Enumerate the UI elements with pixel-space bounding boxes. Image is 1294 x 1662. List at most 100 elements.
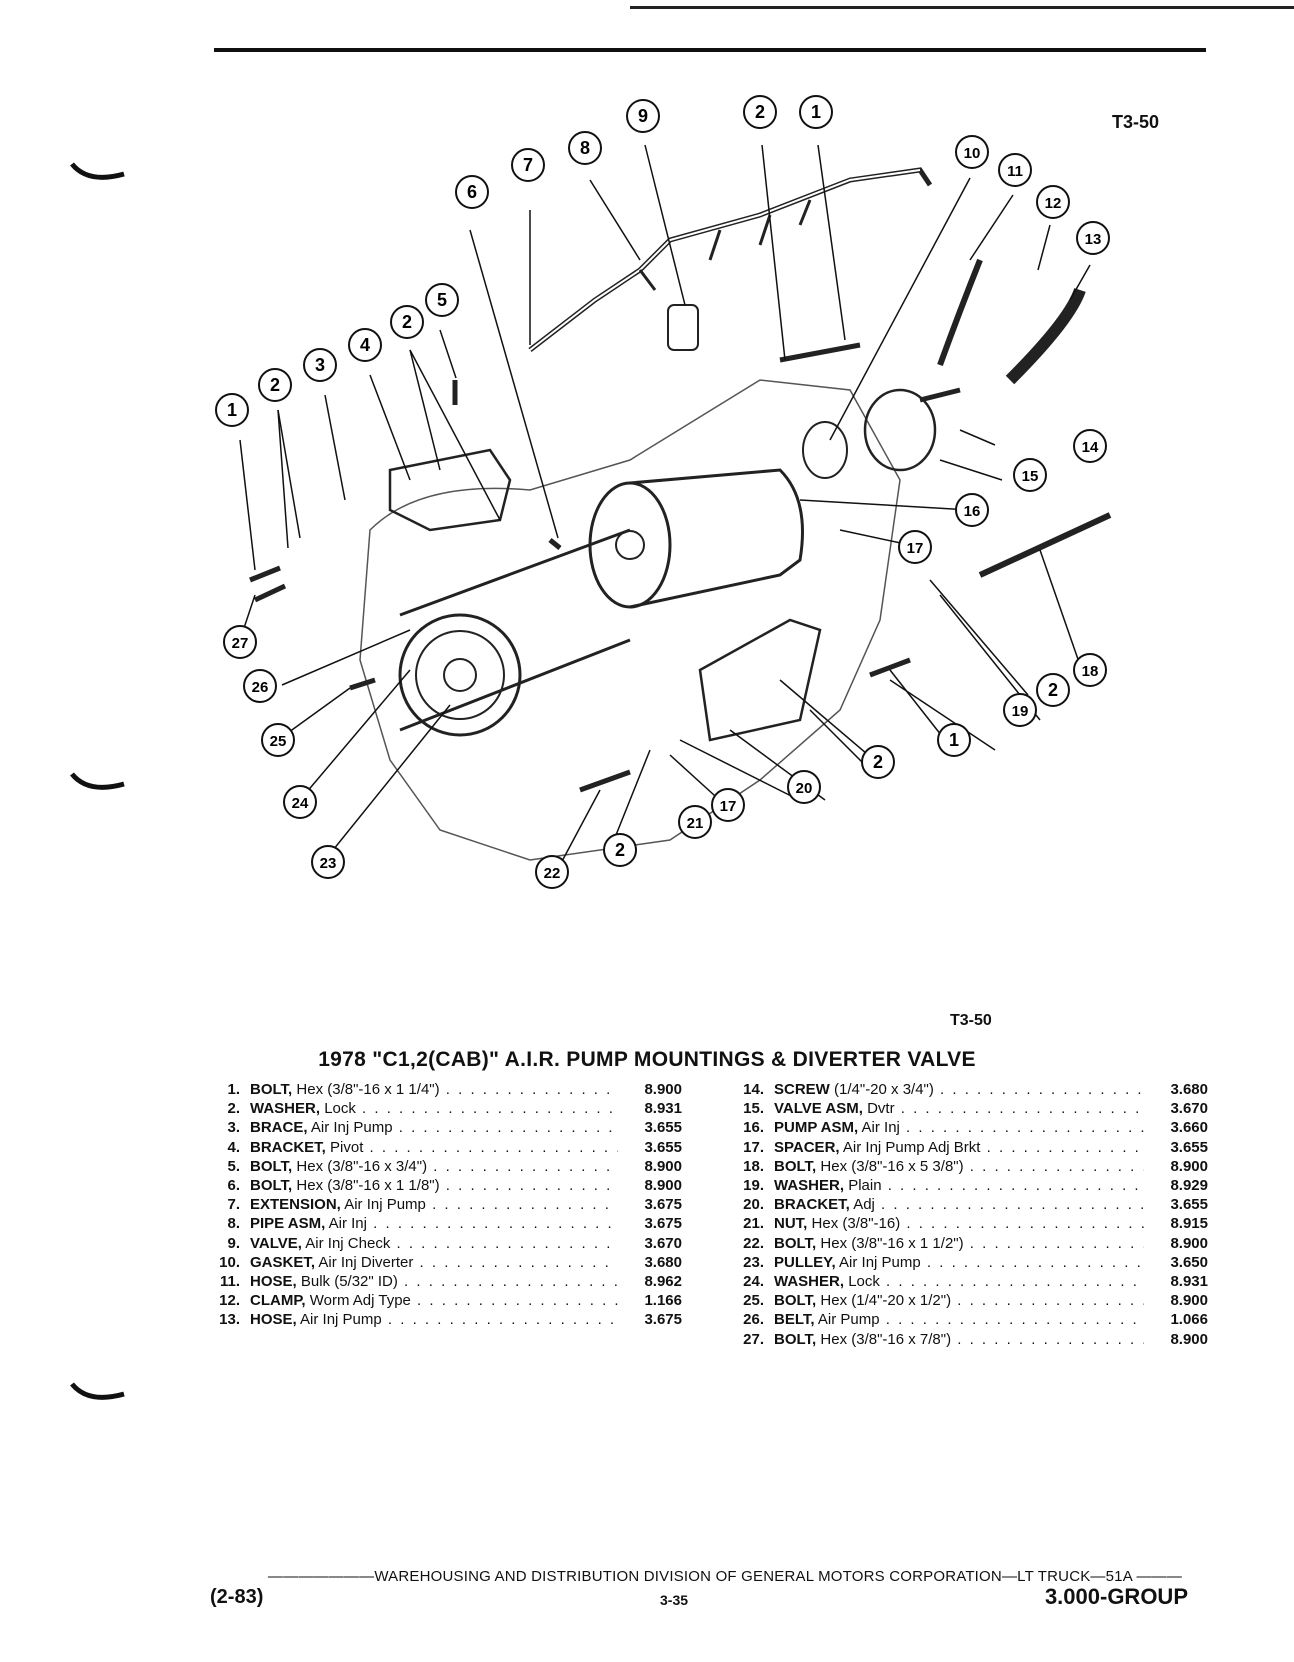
callout-2c: 2 <box>743 95 777 129</box>
part-row: 4.BRACKET, Pivot . . . . . . . . . . . .… <box>206 1138 682 1157</box>
part-description: BOLT, Hex (3/8"-16 x 7/8") . . . . . . .… <box>774 1330 1144 1348</box>
binder-hole-mark <box>70 772 125 790</box>
svg-text:2: 2 <box>270 375 280 395</box>
part-description: BRACE, Air Inj Pump . . . . . . . . . . … <box>250 1119 618 1137</box>
part-number: 25. <box>743 1292 764 1310</box>
part-description: EXTENSION, Air Inj Pump . . . . . . . . … <box>250 1196 618 1214</box>
part-name: BOLT, <box>250 1081 293 1098</box>
part-number: 3. <box>227 1119 240 1137</box>
group-number: 8.900 <box>644 1177 682 1195</box>
part-name: HOSE, <box>250 1273 297 1291</box>
part-number: 11. <box>219 1273 240 1291</box>
part-name: VALVE ASM, <box>774 1100 863 1118</box>
part-name: VALVE, <box>250 1234 302 1252</box>
part-row: 5.BOLT, Hex (3/8"-16 x 3/4") . . . . . .… <box>206 1157 682 1176</box>
part-description: BRACKET, Pivot . . . . . . . . . . . . .… <box>250 1138 618 1156</box>
part-detail: Hex (1/4"-20 x 1/2") <box>820 1292 952 1310</box>
svg-text:3: 3 <box>315 355 325 375</box>
callout-20: 20 <box>787 770 821 804</box>
part-row: 3. BRACE, Air Inj Pump . . . . . . . . . … <box>206 1118 682 1137</box>
callout-21: 21 <box>678 805 712 839</box>
part-row: 9.VALVE, Air Inj Check . . . . . . . . .… <box>206 1234 682 1253</box>
group-number: 3.655 <box>1170 1196 1208 1214</box>
group-number: 8.900 <box>1170 1234 1208 1252</box>
svg-text:27: 27 <box>232 635 249 652</box>
callout-10: 10 <box>955 135 989 169</box>
part-row: 7.EXTENSION, Air Inj Pump . . . . . . . … <box>206 1195 682 1214</box>
part-name: WASHER, <box>774 1177 845 1195</box>
svg-text:2: 2 <box>755 102 765 122</box>
group-number: 3.655 <box>644 1119 682 1137</box>
svg-text:13: 13 <box>1085 231 1102 248</box>
part-number: 26. <box>743 1311 764 1329</box>
part-row: 15.VALVE ASM, Dvtr . . . . . . . . . . .… <box>730 1099 1208 1118</box>
callout-11: 11 <box>998 153 1032 187</box>
part-detail: Hex (3/8"-16 x 1 1/8") <box>296 1177 440 1195</box>
callout-2d: 2 <box>1036 673 1070 707</box>
footer-date: (2-83) <box>210 1586 264 1608</box>
callout-1: 1 <box>215 393 249 427</box>
part-detail: Air Inj Pump <box>300 1311 382 1329</box>
svg-text:2: 2 <box>402 312 412 332</box>
part-detail: Lock <box>848 1273 880 1291</box>
callout-27: 27 <box>223 625 257 659</box>
callout-24: 24 <box>283 785 317 819</box>
part-name: BOLT, <box>774 1234 817 1252</box>
part-description: BOLT, Hex (3/8"-16 x 1 1/8") . . . . . .… <box>250 1177 618 1195</box>
svg-text:16: 16 <box>964 503 981 520</box>
figure-code-top: T3-50 <box>1112 112 1160 132</box>
part-name: NUT, <box>774 1215 808 1233</box>
svg-text:14: 14 <box>1082 439 1099 456</box>
part-description: BOLT, Hex (3/8"-16 x 5 3/8") . . . . . .… <box>774 1157 1144 1175</box>
part-row: 1.BOLT, Hex (3/8"-16 x 1 1/4") . . . . .… <box>206 1080 682 1099</box>
part-row: 19.WASHER, Plain . . . . . . . . . . . .… <box>730 1176 1208 1195</box>
top-edge-rule <box>630 6 1294 9</box>
adjust-bracket <box>698 618 822 742</box>
part-number: 16. <box>743 1119 764 1137</box>
part-number: 27. <box>743 1330 764 1348</box>
svg-text:4: 4 <box>360 335 370 355</box>
callout-4: 4 <box>348 328 382 362</box>
group-number: 8.962 <box>644 1273 682 1291</box>
part-description: BRACKET, Adj . . . . . . . . . . . . . .… <box>774 1196 1144 1214</box>
part-row: 8.PIPE ASM, Air Inj . . . . . . . . . . … <box>206 1214 682 1233</box>
part-number: 14. <box>743 1081 764 1098</box>
exploded-parts-diagram: 1 2 3 4 2 5 6 7 8 9 2 1 10 11 12 13 14 1… <box>215 95 1112 889</box>
part-number: 21. <box>743 1215 764 1233</box>
figure-code: T3-50 <box>950 1012 992 1029</box>
callout-2f: 2 <box>603 833 637 867</box>
svg-text:2: 2 <box>873 752 883 772</box>
group-number: 3.655 <box>644 1138 682 1156</box>
part-detail: Air Inj <box>328 1215 367 1233</box>
callout-17b: 17 <box>711 788 745 822</box>
group-number: 8.900 <box>644 1157 682 1175</box>
callout-6: 6 <box>455 175 489 209</box>
svg-text:2: 2 <box>1048 680 1058 700</box>
part-name: GASKET, <box>250 1253 316 1271</box>
callout-7: 7 <box>511 148 545 182</box>
part-row: 27. BOLT, Hex (3/8"-16 x 7/8") . . . . . … <box>730 1330 1208 1349</box>
pulley <box>398 613 522 737</box>
part-description: BOLT, Hex (3/8"-16 x 3/4") . . . . . . .… <box>250 1157 618 1175</box>
part-number: 20. <box>743 1196 764 1214</box>
part-number: 19. <box>743 1177 764 1195</box>
part-detail: Hex (3/8"-16 x 7/8") <box>820 1330 952 1348</box>
part-name: BOLT, <box>774 1330 817 1348</box>
group-number: 8.900 <box>1170 1157 1208 1175</box>
svg-text:23: 23 <box>320 855 337 872</box>
belt <box>399 528 631 732</box>
callout-13: 13 <box>1076 221 1110 255</box>
part-name: HOSE, <box>250 1311 297 1329</box>
callout-25: 25 <box>261 723 295 757</box>
part-description: GASKET, Air Inj Diverter . . . . . . . .… <box>250 1253 618 1271</box>
svg-text:10: 10 <box>964 145 981 162</box>
part-row: 10.GASKET, Air Inj Diverter . . . . . . … <box>206 1253 682 1272</box>
part-description: BOLT, Hex (1/4"-20 x 1/2") . . . . . . .… <box>774 1292 1144 1310</box>
part-name: PUMP ASM, <box>774 1119 859 1137</box>
callout-15: 15 <box>1013 458 1047 492</box>
part-row: 14.SCREW (1/4"-20 x 3/4") . . . . . . . … <box>730 1080 1208 1099</box>
gasket <box>802 421 848 479</box>
part-name: BOLT, <box>250 1177 293 1195</box>
svg-text:15: 15 <box>1022 468 1039 485</box>
part-row: 25. BOLT, Hex (1/4"-20 x 1/2") . . . . . … <box>730 1291 1208 1310</box>
